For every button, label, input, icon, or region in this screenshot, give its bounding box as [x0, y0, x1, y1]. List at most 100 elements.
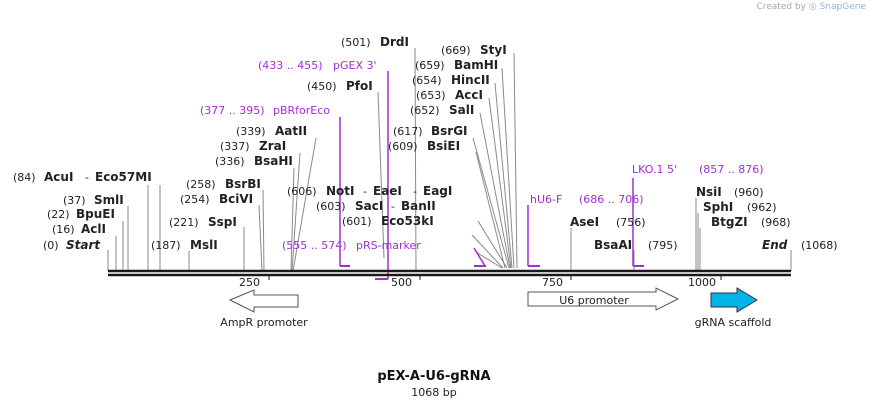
- tick-label-1000: 1000: [688, 276, 716, 289]
- leader-bsrgi: [472, 137, 510, 269]
- leader-aatii: [292, 137, 317, 272]
- leader-bsiei: [475, 151, 506, 269]
- site-pos-sali: (652): [410, 104, 440, 117]
- site-name-smli: SmlI: [94, 193, 124, 207]
- site-pos-acci: (653): [416, 89, 446, 102]
- site-name-msli: MslI: [190, 238, 218, 252]
- site-name-bsahi: BsaHI: [254, 154, 293, 168]
- site-pos-saci: (603): [316, 200, 346, 213]
- site-pos-bcivi: (254): [180, 193, 210, 206]
- site-pos-end: (1068): [801, 239, 838, 252]
- site-name-eaei: EaeI: [373, 184, 402, 198]
- map-title: pEX-A-U6-gRNA: [377, 369, 491, 384]
- u6-promoter-arrow: [527, 287, 680, 311]
- site-name-sspi: SspI: [208, 215, 237, 229]
- site-pos-bsahi: (336): [215, 155, 245, 168]
- site-pos-msli: (187): [151, 239, 181, 252]
- grna-scaffold-label: gRNA scaffold: [695, 316, 772, 329]
- site-dash-noti: -: [363, 185, 367, 198]
- site-pos-bpuei: (22): [47, 208, 70, 221]
- site-name-nsii: NsiI: [696, 185, 722, 199]
- primer-range-hu6f: (686 .. 706): [579, 193, 644, 206]
- leader-lines: [107, 47, 792, 272]
- site-name-zrai: ZraI: [259, 139, 286, 153]
- site-pos-bsiei: (609): [388, 140, 418, 153]
- site-pos-bsrgi: (617): [393, 125, 423, 138]
- site-name-asei: AseI: [570, 215, 599, 229]
- creator-credit: Created by ◎ SnapGene: [756, 2, 866, 12]
- site-name-sphi: SphI: [703, 200, 733, 214]
- site-pos-nsii: (960): [734, 186, 764, 199]
- site-pos-bamhi: (659): [415, 59, 445, 72]
- leader-bsahi: [290, 167, 295, 272]
- site-name-aatii: AatII: [275, 124, 307, 138]
- ampr-promoter-arrow: [228, 289, 299, 313]
- site-name-styi: StyI: [480, 43, 507, 57]
- map-length: 1068 bp: [411, 386, 457, 399]
- site-labels: (84) AcuI - Eco57MI (37) SmlI (22) BpuEI…: [13, 35, 838, 252]
- primer-range-prs-marker: (555 .. 574): [282, 239, 347, 252]
- primer-name-hu6f: hU6-F: [530, 193, 562, 206]
- tick-label-500: 500: [391, 276, 412, 289]
- start-label: Start: [66, 238, 101, 252]
- site-name-bsaai: BsaAI: [594, 238, 632, 252]
- site-dash-eaei: -: [413, 185, 417, 198]
- leader-hincii: [494, 82, 513, 269]
- feature-u6-promoter[interactable]: U6 promoter: [527, 287, 680, 311]
- axis-tick-labels: 250 500 750 1000: [239, 276, 716, 289]
- site-pos-noti: (606): [287, 185, 317, 198]
- site-dash-acui: -: [85, 171, 89, 184]
- site-name-banii: BanII: [401, 199, 436, 213]
- site-name-bsiei: BsiEI: [427, 139, 460, 153]
- leader-sali: [479, 112, 511, 269]
- site-pos-styi: (669): [441, 44, 471, 57]
- snapgene-logo-icon: ◎: [808, 2, 817, 12]
- grna-scaffold-arrow: [710, 287, 758, 313]
- site-name-drdi: DrdI: [380, 35, 409, 49]
- tick-label-250: 250: [239, 276, 260, 289]
- site-name-eco57mi: Eco57MI: [95, 170, 152, 184]
- site-pos-acui: (84): [13, 171, 36, 184]
- primer-labels: (433 .. 455) pGEX 3' (377 .. 395) pBRfor…: [200, 59, 764, 252]
- leader-eco53ki: [477, 220, 508, 269]
- u6-promoter-label: U6 promoter: [559, 294, 629, 307]
- site-name-pfoi: PfoI: [346, 79, 373, 93]
- primer-name-pgex3: pGEX 3': [333, 59, 377, 72]
- site-name-bcivi: BciVI: [219, 192, 253, 206]
- site-pos-aatii: (339): [236, 125, 266, 138]
- leader-saci: [471, 234, 504, 269]
- site-name-btgzi: BtgZI: [711, 215, 748, 229]
- site-pos-drdi: (501): [341, 36, 371, 49]
- primer-leader-prs-marker: [473, 247, 486, 267]
- site-pos-756: (756): [616, 216, 646, 229]
- primer-range-pgex3: (433 .. 455): [258, 59, 323, 72]
- site-pos-btgzi: (968): [761, 216, 791, 229]
- site-name-eco53ki: Eco53kI: [381, 214, 434, 228]
- primer-range-lko15: (857 .. 876): [699, 163, 764, 176]
- site-name-acci: AccI: [455, 88, 483, 102]
- site-name-bpuei: BpuEI: [76, 207, 115, 221]
- site-pos-start: (0): [43, 239, 59, 252]
- site-pos-sspi: (221): [169, 216, 199, 229]
- leader-acci: [488, 97, 512, 269]
- feature-grna-scaffold[interactable]: gRNA scaffold: [695, 287, 772, 329]
- primer-leaders: [339, 71, 634, 279]
- tick-label-750: 750: [542, 276, 563, 289]
- site-name-bsrgi: BsrGI: [431, 124, 468, 138]
- site-name-eagi: EagI: [423, 184, 452, 198]
- site-name-acui: AcuI: [44, 170, 73, 184]
- site-pos-zrai: (337): [220, 140, 250, 153]
- leader-pfoi: [377, 91, 385, 259]
- creator-brand: SnapGene: [819, 2, 866, 12]
- site-pos-acli: (16): [52, 223, 75, 236]
- leader-drdi: [414, 47, 417, 272]
- feature-ampr-promoter[interactable]: AmpR promoter: [220, 289, 308, 329]
- primer-name-prs-marker: pRS-marker: [356, 239, 421, 252]
- site-name-sali: SalI: [449, 103, 474, 117]
- site-name-bsrbi: BsrBI: [225, 177, 261, 191]
- primer-name-lko15: LKO.1 5': [632, 163, 677, 176]
- site-pos-smli: (37): [63, 194, 86, 207]
- leader-bsrbi: [262, 189, 265, 272]
- site-dash-saci: -: [391, 200, 395, 213]
